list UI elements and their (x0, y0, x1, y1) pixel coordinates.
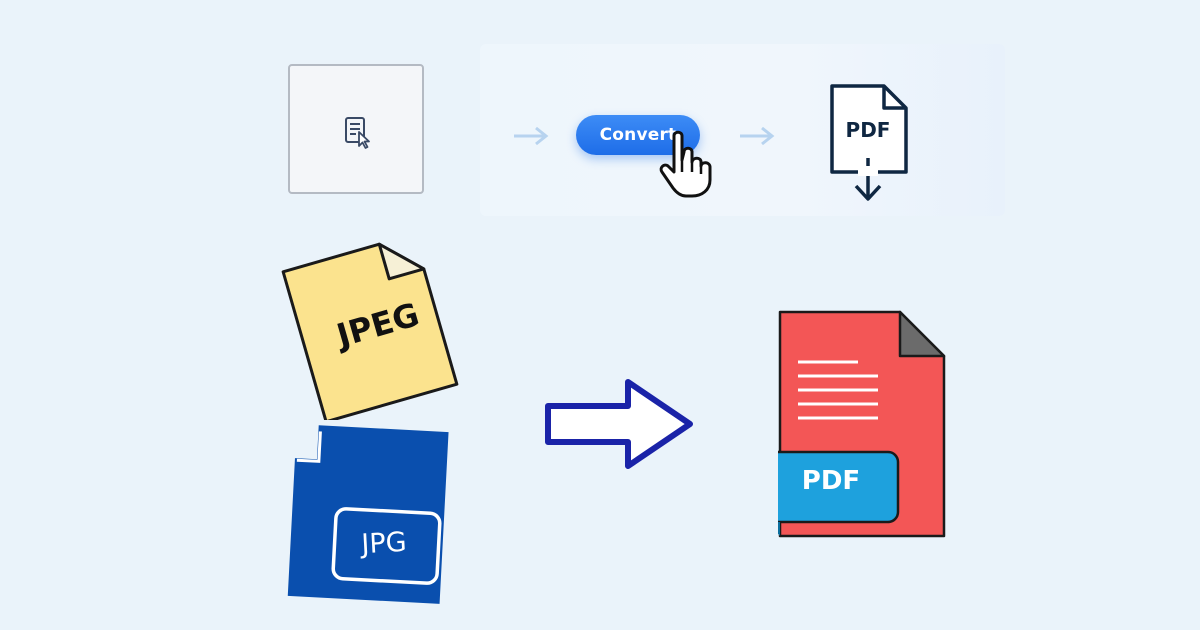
jpg-file-icon (286, 424, 450, 614)
pdf-download-label: PDF (845, 118, 891, 142)
workflow-panel (480, 44, 1005, 216)
arrow-right-icon (738, 124, 778, 148)
pointing-hand-icon (656, 128, 722, 204)
document-cursor-icon (338, 112, 378, 156)
pdf-download-icon (826, 82, 910, 210)
pdf-label: PDF (801, 466, 861, 496)
upload-box[interactable] (288, 64, 424, 194)
jpeg-file-icon (280, 236, 460, 424)
arrow-right-icon (512, 124, 552, 148)
jpg-label: JPG (360, 526, 408, 561)
convert-arrow-icon (544, 378, 696, 476)
pdf-file-icon (764, 310, 950, 546)
